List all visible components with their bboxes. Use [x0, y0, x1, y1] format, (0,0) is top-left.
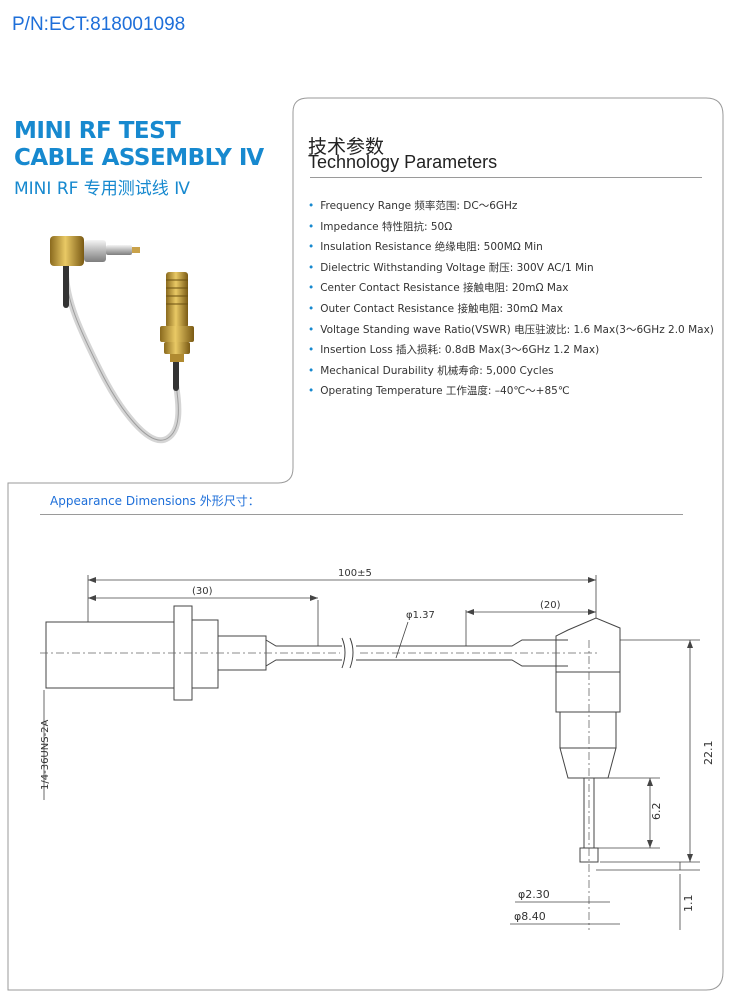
dim-pin-length: 6.2 — [650, 803, 663, 821]
param-text: Voltage Standing wave Ratio(VSWR) 电压驻波比:… — [320, 323, 714, 336]
bullet-icon: • — [308, 241, 315, 254]
param-text: Center Contact Resistance 接触电阻: 20mΩ Max — [320, 282, 569, 295]
product-photo — [50, 236, 194, 444]
product-title-block: MINI RF TEST CABLE ASSEMBLY Ⅳ MINI RF 专用… — [14, 118, 264, 199]
param-text: Insertion Loss 插入损耗: 0.8dB Max(3～6GHz 1.… — [320, 344, 600, 357]
appearance-divider — [40, 514, 683, 515]
param-text: Insulation Resistance 绝缘电阻: 500MΩ Min — [320, 241, 543, 254]
params-list: • Frequency Range 频率范围: DC～6GHz • Impedanc… — [308, 196, 714, 402]
params-heading-en: Technology Parameters — [308, 152, 498, 172]
dim-right-length: (20) — [540, 600, 561, 611]
param-text: Mechanical Durability 机械寿命: 5,000 Cycles — [320, 364, 554, 377]
param-temperature: • Operating Temperature 工作温度: –40℃～+85℃ — [308, 381, 714, 402]
param-insulation-resistance: • Insulation Resistance 绝缘电阻: 500MΩ Min — [308, 237, 714, 258]
dim-thread: 1/4-36UNS-2A — [40, 719, 51, 790]
dim-cable-diameter: φ1.37 — [406, 610, 435, 621]
product-title-cn: MINI RF 专用测试线 Ⅳ — [14, 179, 190, 199]
bullet-icon: • — [308, 344, 315, 357]
param-impedance: • Impedance 特性阻抗: 50Ω — [308, 217, 714, 238]
params-heading-cn: 技术参数 — [308, 136, 385, 158]
param-text: Dielectric Withstanding Voltage 耐压: 300V… — [320, 261, 594, 274]
appearance-dimensions-label: Appearance Dimensions 外形尺寸： — [50, 494, 260, 508]
bullet-icon: • — [308, 220, 315, 233]
params-divider — [310, 177, 702, 178]
product-title-line-1: MINI RF TEST — [14, 118, 181, 144]
dim-pin-diameter: φ2.30 — [518, 888, 550, 901]
product-title-line-2: CABLE ASSEMBLY Ⅳ — [14, 145, 264, 171]
bullet-icon: • — [308, 385, 315, 398]
dim-height: 22.1 — [702, 741, 715, 766]
param-insertion-loss: • Insertion Loss 插入损耗: 0.8dB Max(3～6GHz 1… — [308, 340, 714, 361]
param-durability: • Mechanical Durability 机械寿命: 5,000 Cycle… — [308, 361, 714, 382]
param-text: Impedance 特性阻抗: 50Ω — [320, 220, 453, 233]
bullet-icon: • — [308, 302, 315, 315]
bullet-icon: • — [308, 323, 315, 336]
dim-overall-length: 100±5 — [338, 568, 372, 579]
bullet-icon: • — [308, 364, 315, 377]
dim-left-length: (30) — [192, 586, 213, 597]
param-outer-contact: • Outer Contact Resistance 接触电阻: 30mΩ Max — [308, 299, 714, 320]
param-text: Outer Contact Resistance 接触电阻: 30mΩ Max — [320, 302, 563, 315]
bullet-icon: • — [308, 200, 315, 212]
bullet-icon: • — [308, 282, 315, 295]
dim-tip-length: 1.1 — [682, 895, 695, 913]
param-dielectric-voltage: • Dielectric Withstanding Voltage 耐压: 300… — [308, 258, 714, 279]
param-vswr: • Voltage Standing wave Ratio(VSWR) 电压驻波比… — [308, 320, 714, 341]
bullet-icon: • — [308, 261, 315, 274]
dim-body-diameter: φ8.40 — [514, 910, 546, 923]
param-center-contact: • Center Contact Resistance 接触电阻: 20mΩ Ma… — [308, 278, 714, 299]
part-number: P/N:ECT:818001098 — [12, 14, 186, 35]
param-text: Operating Temperature 工作温度: –40℃～+85℃ — [320, 385, 570, 398]
param-frequency-range: • Frequency Range 频率范围: DC～6GHz — [308, 196, 714, 217]
param-text: Frequency Range 频率范围: DC～6GHz — [320, 200, 518, 212]
